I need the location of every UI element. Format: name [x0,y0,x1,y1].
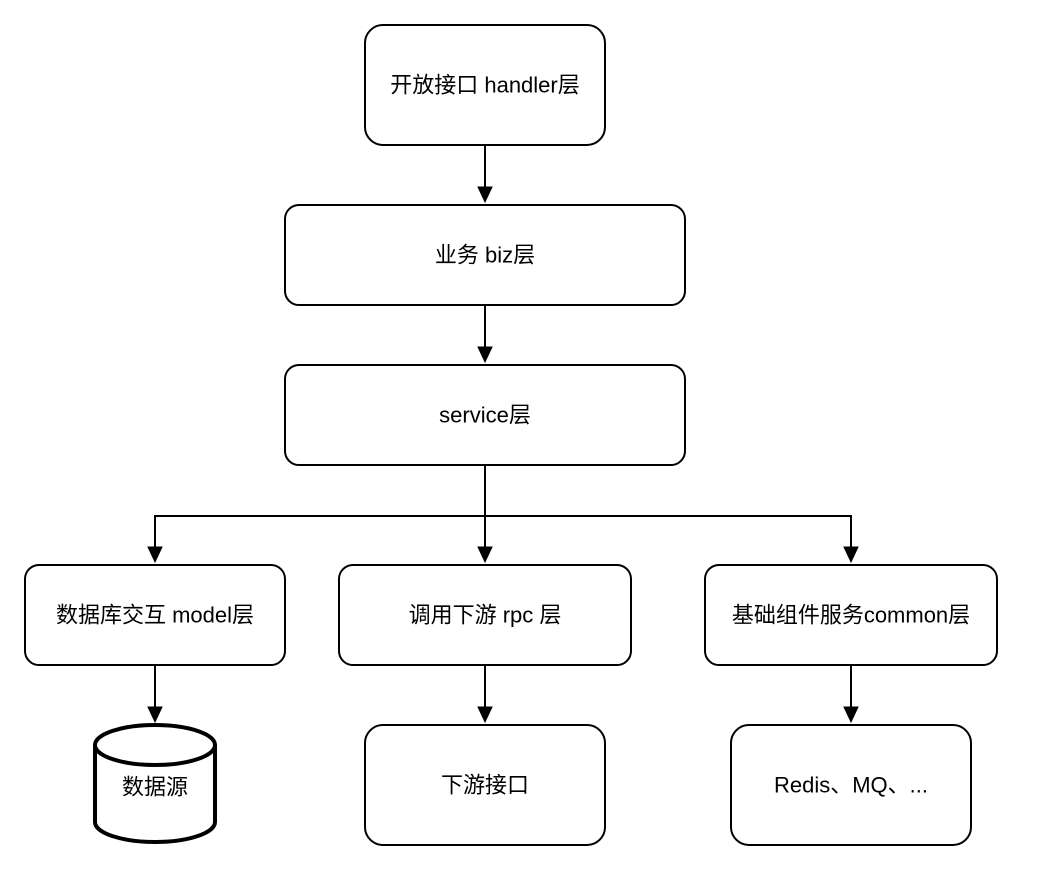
node-middleware: Redis、MQ、... [730,724,972,846]
node-handler-layer: 开放接口 handler层 [364,24,606,146]
edge-handler-to-biz [477,145,493,204]
arrowhead [843,546,859,564]
edge-rpc-to-downstream [477,665,493,724]
arrowhead [147,546,163,564]
arrowhead [477,706,493,724]
node-label: Redis、MQ、... [774,773,928,798]
database-icon [93,723,217,844]
edges [147,145,859,724]
node-biz-layer: 业务 biz层 [284,204,686,306]
edge-service-branch [147,465,859,564]
node-datasource: 数据源 [93,723,217,844]
arrowhead [477,546,493,564]
node-label: 下游接口 [441,773,529,798]
node-common-layer: 基础组件服务common层 [704,564,998,666]
node-label: 开放接口 handler层 [390,73,580,98]
node-label: service层 [439,403,531,428]
node-label: 调用下游 rpc 层 [409,603,562,628]
arrowhead [477,346,493,364]
arrowhead [147,706,163,724]
arrowhead [477,186,493,204]
node-label: 基础组件服务common层 [732,603,970,628]
edge-common-to-middleware [843,665,859,724]
arrowhead [843,706,859,724]
node-label: 数据源 [122,775,188,800]
node-downstream-api: 下游接口 [364,724,606,846]
edge-model-to-datasource [147,665,163,724]
edge-biz-to-service [477,305,493,364]
node-service-layer: service层 [284,364,686,466]
node-model-layer: 数据库交互 model层 [24,564,286,666]
node-label: 数据库交互 model层 [56,603,254,628]
node-rpc-layer: 调用下游 rpc 层 [338,564,632,666]
node-label: 业务 biz层 [435,243,535,268]
